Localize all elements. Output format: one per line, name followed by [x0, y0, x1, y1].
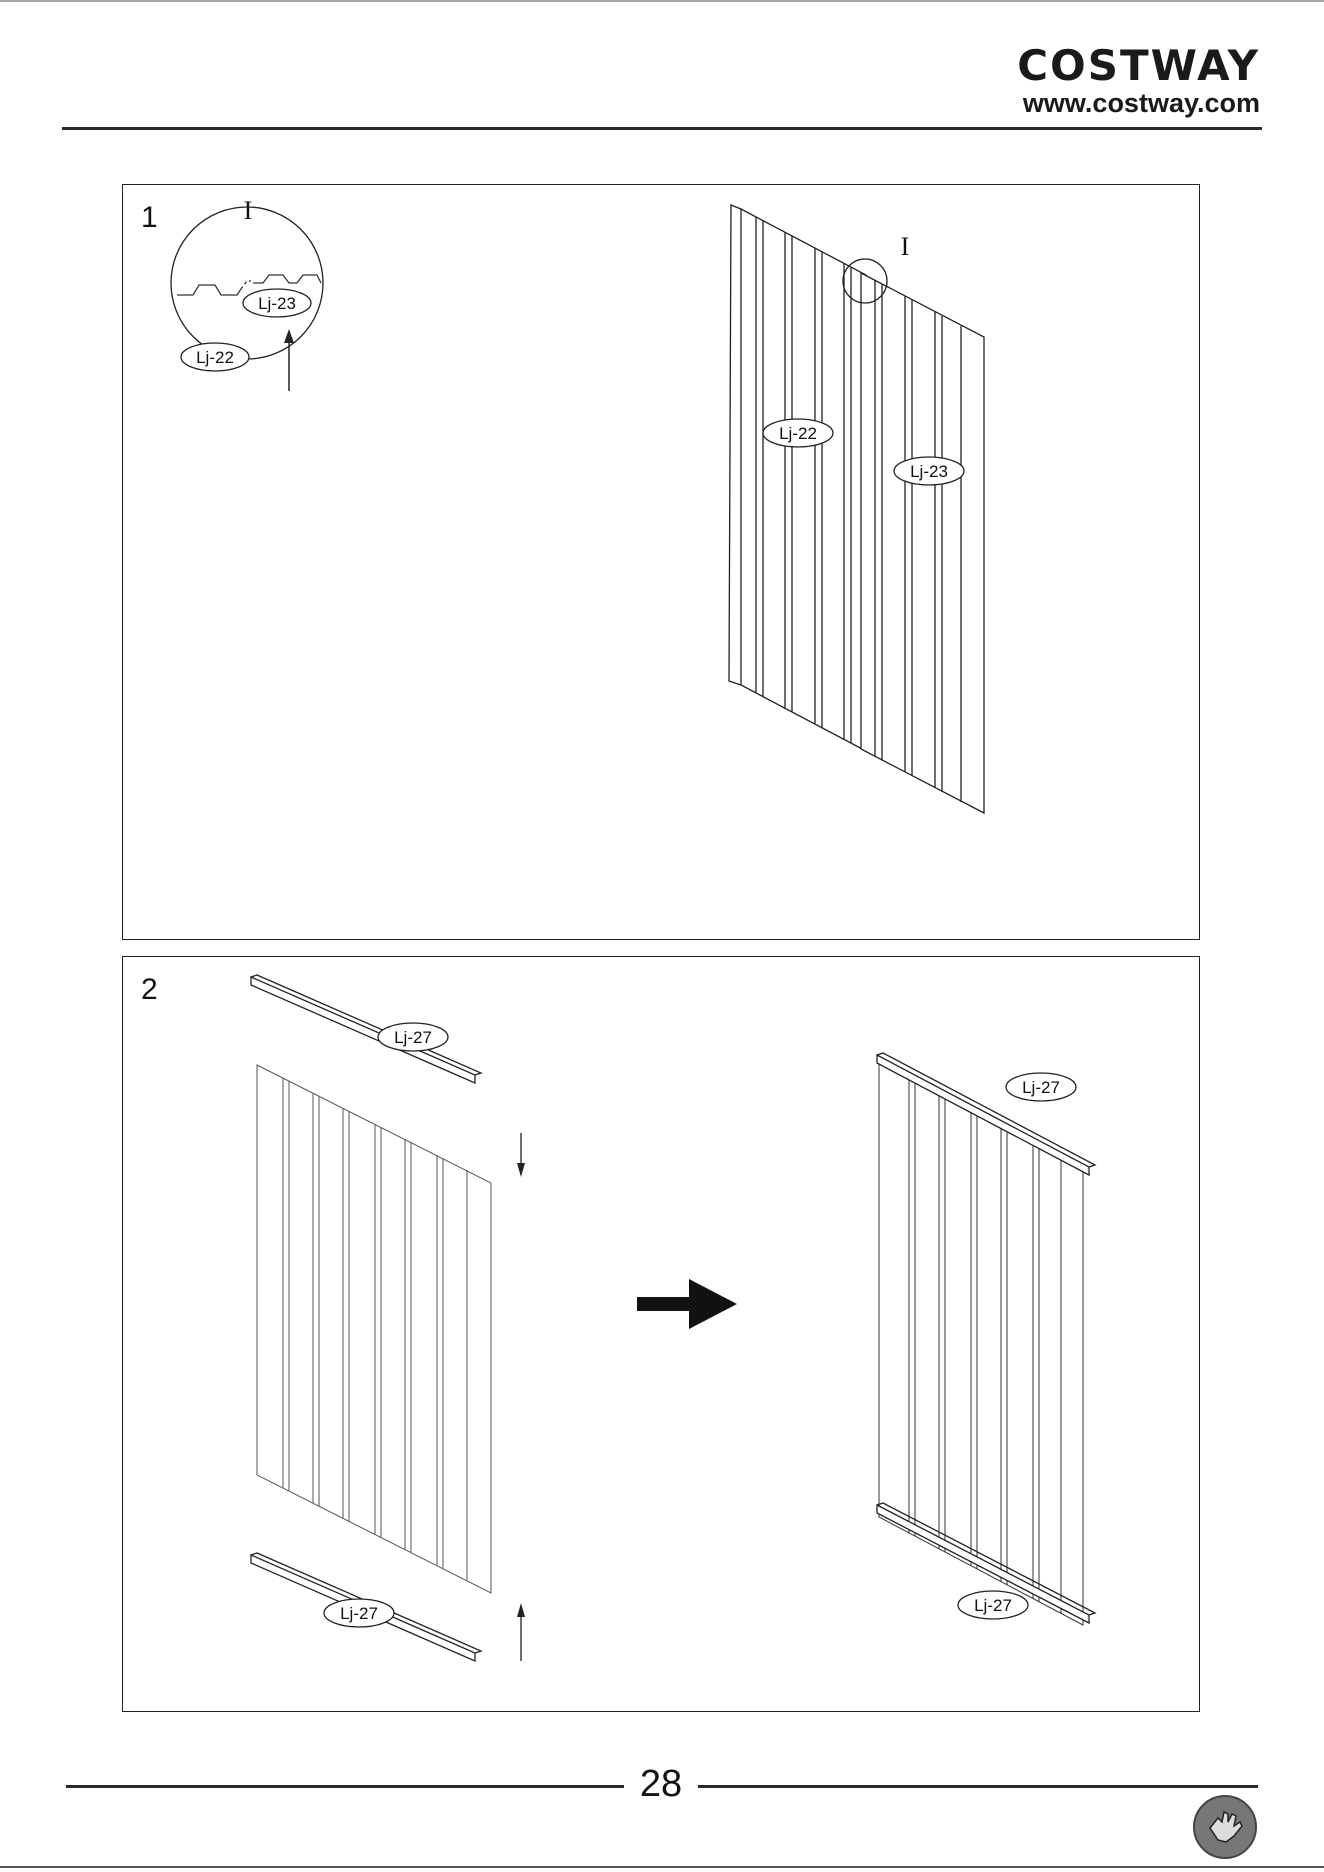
- footer-divider-left: [66, 1785, 624, 1788]
- svg-text:Lj-22: Lj-22: [196, 348, 234, 367]
- bottom-border: [0, 1866, 1324, 1868]
- arrow-up-icon: [517, 1603, 525, 1661]
- panel-lj-23: [861, 273, 984, 813]
- wall-sheet: [257, 1065, 491, 1593]
- svg-text:Lj-27: Lj-27: [974, 1596, 1012, 1615]
- step-2-illustration: Lj-27 Lj-27: [123, 957, 1199, 1711]
- svg-text:Lj-27: Lj-27: [1022, 1078, 1060, 1097]
- arrow-down-icon: [517, 1133, 525, 1177]
- detail-marker-ref: I: [901, 232, 910, 261]
- svg-text:Lj-23: Lj-23: [258, 294, 296, 313]
- step-1-illustration: I Lj-23 Lj-22 I L: [123, 185, 1199, 939]
- detail-circle: [171, 207, 323, 359]
- brand-url: www.costway.com: [1017, 88, 1260, 118]
- glove-icon: [1192, 1794, 1258, 1860]
- svg-text:Lj-27: Lj-27: [394, 1028, 432, 1047]
- brand-block: COSTWAY www.costway.com: [1017, 44, 1260, 118]
- detail-marker: I: [244, 196, 253, 225]
- arrow-right-icon: [637, 1279, 737, 1329]
- arrow-up-icon: [284, 329, 294, 391]
- rail-lj-27-top: [251, 975, 481, 1083]
- step-1-panel: 1 I Lj-23 Lj-22: [122, 184, 1200, 940]
- svg-text:Lj-23: Lj-23: [910, 462, 948, 481]
- footer-divider-right: [698, 1785, 1258, 1788]
- top-border: [0, 0, 1324, 2]
- header-divider: [62, 127, 1262, 130]
- brand-name: COSTWAY: [1017, 44, 1260, 88]
- page-number: 28: [624, 1762, 698, 1806]
- step-2-panel: 2 Lj-27 Lj-27: [122, 956, 1200, 1712]
- svg-text:Lj-22: Lj-22: [779, 424, 817, 443]
- panel-lj-22: [729, 205, 866, 751]
- svg-text:Lj-27: Lj-27: [340, 1604, 378, 1623]
